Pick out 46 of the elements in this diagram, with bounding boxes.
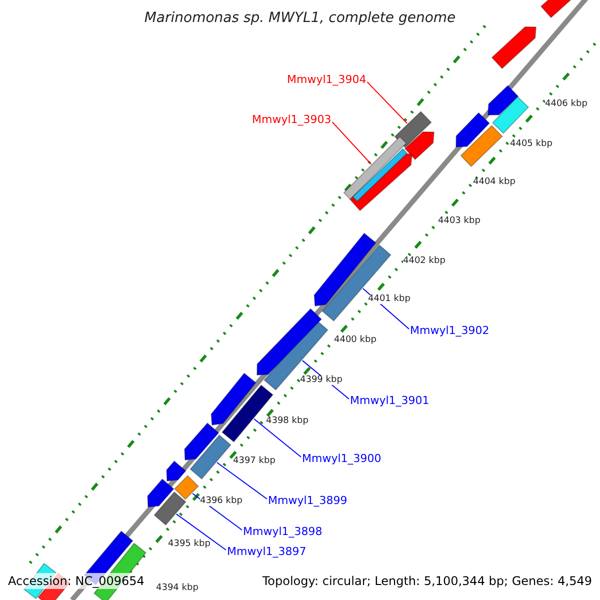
gene-bar — [154, 491, 186, 526]
tick-label: 4394 kbp — [156, 584, 198, 593]
gene-label: Mmwyl1_3898 — [243, 526, 322, 537]
gene-bar — [492, 96, 530, 134]
tick-label: 4400 kbp — [334, 336, 376, 345]
tick-label: 4406 kbp — [545, 100, 588, 109]
tick-label: 4398 kbp — [266, 417, 308, 426]
tick-label: 4396 kbp — [200, 497, 242, 506]
gene-label: Mmwyl1_3901 — [350, 395, 430, 406]
gene-label: Mmwyl1_3899 — [268, 495, 348, 506]
gene-arrow-shape — [491, 26, 537, 70]
tick-label: 4403 kbp — [438, 217, 480, 226]
gene-arrow-shape — [184, 422, 220, 461]
gene-bar — [174, 475, 199, 500]
gene-arrow-shape — [210, 372, 256, 426]
title: Marinomonas sp. MWYL1, complete genome — [143, 11, 457, 25]
tick-label: 4402 kbp — [403, 257, 446, 266]
tick-label: 4405 kbp — [510, 140, 552, 149]
gene-bar — [322, 244, 392, 322]
gene-arrow-shape — [147, 478, 174, 508]
gene-arrow-shape — [166, 460, 186, 482]
gene-arrow-shape — [256, 308, 322, 376]
tick-label: 4399 kbp — [300, 376, 342, 385]
tick-label: 4401 kbp — [368, 295, 410, 304]
gene-bar — [460, 124, 503, 168]
gene-label: Mmwyl1_3904 — [287, 74, 366, 85]
gene-label: Mmwyl1_3903 — [252, 114, 332, 125]
leader-line — [366, 82, 408, 124]
leader-line — [176, 514, 226, 550]
tick-label: 4397 kbp — [233, 457, 276, 466]
leader-line — [332, 122, 372, 165]
gene-bar — [394, 110, 432, 148]
tick-label: 4404 kbp — [473, 178, 516, 187]
gene-arrow-shape — [456, 112, 490, 148]
gene-arrow-shape — [404, 131, 435, 160]
leader-line — [254, 418, 302, 458]
gene-label: Mmwyl1_3897 — [227, 546, 306, 557]
tick-label: 4395 kbp — [168, 540, 210, 549]
gene-label: Mmwyl1_3902 — [410, 325, 490, 336]
gene-bar — [352, 148, 408, 202]
gene-bar — [190, 434, 232, 480]
genome-info-note: Topology: circular; Length: 5,100,344 bp; Genes: 4,549 — [262, 575, 592, 587]
gene-bar — [343, 136, 407, 200]
leader-line — [216, 462, 268, 500]
gene-arrow-shape — [487, 84, 519, 116]
gene-label: Mmwyl1_3900 — [302, 453, 382, 464]
